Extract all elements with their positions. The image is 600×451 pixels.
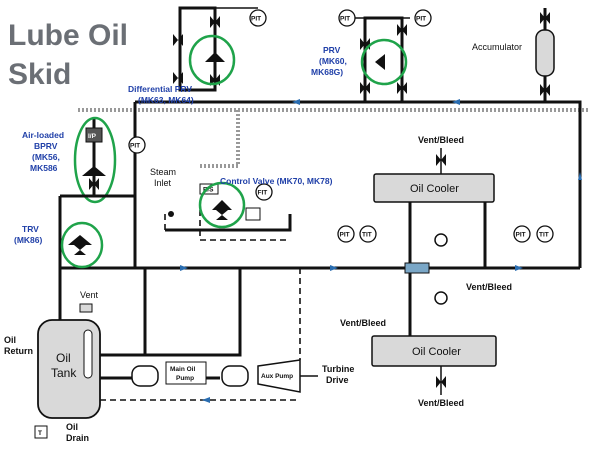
pressure-valve-icon bbox=[68, 235, 92, 245]
callout-prv-2: (MK60, bbox=[319, 56, 347, 66]
trv-highlight bbox=[60, 221, 104, 269]
callout-prv-1: PRV bbox=[323, 45, 341, 55]
main-pump-label-2: Pump bbox=[176, 375, 194, 382]
prv-highlight bbox=[360, 38, 408, 86]
callout-trv-2: (MK86) bbox=[14, 235, 43, 245]
flow-arrow-icon bbox=[330, 265, 338, 271]
callout-bprv-2: BPRV bbox=[34, 141, 58, 151]
vent-bleed-right: Vent/Bleed bbox=[466, 282, 512, 292]
pit-tag-prv-left: PIT bbox=[340, 16, 350, 23]
t-tag: T bbox=[38, 430, 42, 437]
oil-cooler-bottom-label: Oil Cooler bbox=[412, 346, 461, 358]
callout-bprv-3: (MK56, bbox=[32, 152, 60, 162]
oil-cooler-top-label: Oil Cooler bbox=[410, 183, 459, 195]
pit-tag-prv-right: PIT bbox=[416, 16, 426, 23]
oil-return-label-1: Oil bbox=[4, 335, 16, 345]
title-line-1: Lube Oil bbox=[8, 19, 128, 52]
oil-tank-label-1: Oil bbox=[56, 351, 71, 365]
flow-arrow-icon bbox=[180, 265, 188, 271]
gate-valve-icon bbox=[74, 245, 86, 255]
vent-bleed-left: Vent/Bleed bbox=[340, 318, 386, 328]
vent-bleed-top: Vent/Bleed bbox=[418, 135, 464, 145]
ip-tag: I/P bbox=[88, 133, 97, 140]
oil-drain-label-2: Drain bbox=[66, 433, 89, 443]
oil-cooler-bottom bbox=[371, 335, 497, 367]
top-return-header bbox=[135, 100, 582, 268]
turbine-label-2: Drive bbox=[326, 375, 349, 385]
vent-label: Vent bbox=[80, 290, 99, 300]
tit-tag-cooler-a: TIT bbox=[362, 232, 372, 239]
oil-drain-label-1: Oil bbox=[66, 422, 78, 432]
gate-valve-icon bbox=[173, 72, 183, 84]
steam-label-2: Inlet bbox=[154, 178, 172, 188]
flow-arrow-icon bbox=[452, 99, 460, 105]
title-line-2: Skid bbox=[8, 58, 71, 91]
callout-diff-prv-1: Differential PRV bbox=[128, 84, 192, 94]
fit-tag: FIT bbox=[258, 190, 268, 197]
pit-tag-bprv: PIT bbox=[130, 143, 140, 150]
diff-prv-highlight bbox=[188, 34, 236, 86]
tit-tag-cooler-b: TIT bbox=[539, 232, 549, 239]
pit-tag-top-left: PIT bbox=[251, 16, 261, 23]
pit-tag-cooler-a: PIT bbox=[340, 232, 350, 239]
pressure-valve-icon bbox=[375, 54, 385, 70]
ip-transducer bbox=[85, 127, 103, 143]
pressure-valve-icon bbox=[82, 166, 106, 176]
diff-prv-loop bbox=[178, 6, 217, 92]
steam-branch bbox=[200, 110, 240, 168]
callout-bprv-4: MK586 bbox=[30, 163, 58, 173]
flow-arrow-icon bbox=[515, 265, 523, 271]
callout-control-valve: Control Valve (MK70, MK78) bbox=[220, 176, 333, 186]
es-tag: E/S bbox=[203, 187, 214, 194]
bprv-highlight bbox=[73, 116, 117, 204]
oil-cooler-top bbox=[373, 173, 495, 203]
es-transducer bbox=[199, 183, 219, 195]
pressure-valve-icon bbox=[212, 200, 232, 210]
pump-icon bbox=[221, 365, 249, 387]
accumulator-vessel bbox=[535, 29, 555, 77]
aux-pump-label: Aux Pump bbox=[261, 373, 293, 380]
callout-bprv-1: Air-loaded bbox=[22, 130, 64, 140]
main-pump-label-1: Main Oil bbox=[170, 366, 195, 373]
flow-arrow-icon bbox=[202, 397, 210, 403]
callout-prv-3: MK68G) bbox=[311, 67, 343, 77]
oil-return-label-2: Return bbox=[4, 346, 33, 356]
flow-arrow-icon bbox=[578, 172, 582, 180]
pit-tag-cooler-b: PIT bbox=[516, 232, 526, 239]
steam-label-1: Steam bbox=[150, 167, 176, 177]
vent-bleed-bottom: Vent/Bleed bbox=[418, 398, 464, 408]
oil-tank-label-2: Tank bbox=[51, 366, 77, 380]
transfer-valve bbox=[404, 262, 430, 274]
accumulator-label: Accumulator bbox=[472, 42, 522, 52]
pressure-valve-icon bbox=[205, 52, 225, 62]
pump-icon bbox=[131, 365, 159, 387]
control-valve-highlight bbox=[198, 181, 246, 229]
callout-trv-1: TRV bbox=[22, 224, 39, 234]
gate-valve-icon bbox=[216, 210, 228, 220]
flow-arrow-icon bbox=[292, 99, 300, 105]
callout-diff-prv-2: (MK63, MK64) bbox=[138, 95, 194, 105]
turbine-label-1: Turbine bbox=[322, 364, 354, 374]
